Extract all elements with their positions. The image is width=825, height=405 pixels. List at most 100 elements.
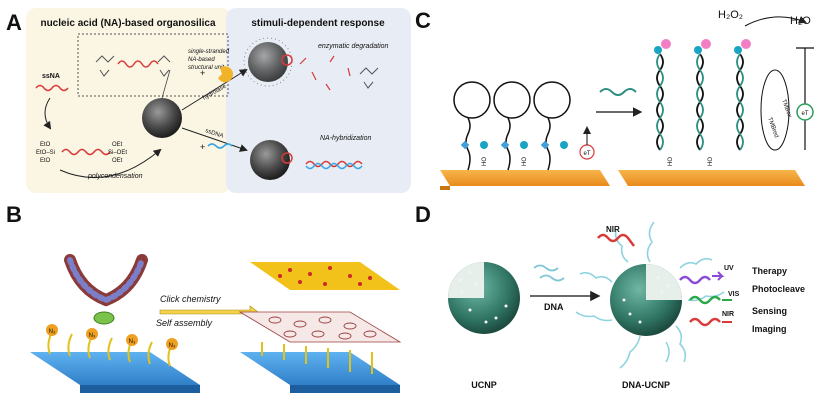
panel-c-letter: C	[415, 8, 431, 33]
ssdna-label: ssDNA	[204, 128, 224, 139]
dna-label: DNA	[544, 302, 564, 312]
panel-a-left-title: nucleic acid (NA)-based organosilica	[40, 18, 215, 29]
ho-label-1: HO	[482, 157, 488, 166]
hybridized-particle	[250, 140, 290, 180]
nir-top-label: NIR	[606, 225, 620, 234]
polycondensation-label: polycondensation	[87, 173, 143, 180]
organosilica-sphere	[142, 98, 182, 138]
cleaved-fragments	[299, 55, 351, 91]
arrow-ssna-down	[43, 97, 52, 130]
target-dna-icon	[599, 88, 637, 96]
n3-label-1: N₃	[49, 329, 56, 335]
porous-sheet	[238, 311, 402, 343]
sphere-callout-line	[161, 69, 171, 99]
uv-arrowhead	[712, 271, 725, 281]
ssna-label: ssNA	[42, 73, 60, 80]
ho-label-3: HO	[668, 157, 674, 166]
plus-2: +	[200, 142, 205, 152]
hydrolase-pacman-icon	[218, 66, 234, 83]
polycondensation-arrow	[59, 148, 162, 179]
click-chemistry-label: Click chemistry	[160, 294, 221, 304]
dna-ucnp-label: DNA-UCNP	[622, 380, 670, 390]
electrode-substrate-2	[618, 170, 805, 186]
h2o2-reaction-arrow	[744, 16, 807, 27]
redox-tags	[460, 140, 568, 150]
hydrolase-arrow	[181, 68, 248, 111]
si-oet: Si–OEt	[108, 150, 127, 156]
eto-1: EtO	[40, 142, 51, 148]
electrode-substrate-1	[440, 170, 610, 186]
h2o2-label: H₂O₂	[718, 9, 743, 21]
tmb-cycle	[760, 69, 790, 151]
blue-substrate-2-edge	[290, 385, 400, 393]
oet-1: OEt	[112, 142, 123, 148]
n3-label-4: N₃	[169, 343, 176, 349]
blue-substrate-1	[30, 352, 200, 385]
modified-sheet-top	[250, 262, 400, 290]
siloxane-right-icon	[157, 55, 171, 77]
silane-na-strand	[61, 148, 111, 156]
sheet-red-dots	[278, 266, 372, 286]
na-strand-unit	[117, 60, 159, 68]
ssdna-strand	[207, 143, 233, 149]
et-blocked-label: eT	[583, 151, 590, 157]
pink-redox-tags	[654, 39, 751, 54]
unit-label-2: NA-based	[188, 57, 215, 63]
sensing-label: Sensing	[752, 306, 787, 316]
azide-groups	[46, 324, 178, 350]
oet-3: OEt	[112, 158, 123, 164]
dna-strand-icon-1	[533, 264, 559, 272]
ucnp-cutaway	[448, 262, 484, 298]
nir-out-wave	[689, 317, 721, 327]
dna-ucnp-dots	[622, 276, 670, 324]
dna-corona	[575, 221, 725, 369]
plus-1: +	[200, 68, 205, 78]
dna-ucnp-cutaway	[646, 264, 682, 300]
eto-2: EtO–Si	[36, 150, 55, 156]
nir-bottom-label: NIR	[722, 311, 734, 318]
tmb-ox-label: TMBox	[780, 99, 792, 119]
electrode-substrate-1-edge	[440, 186, 450, 190]
panel-d: D UCNP DNA DNA-UCN	[415, 202, 805, 390]
blue-substrate-1-edge	[80, 385, 200, 393]
siloxane-left-icon	[95, 55, 115, 77]
linker-strands-2	[261, 342, 373, 374]
photocleave-label: Photocleave	[752, 284, 805, 294]
dna-strand-icon-2	[539, 274, 565, 282]
therapy-label: Therapy	[752, 266, 787, 276]
hybrid-blue-strand	[305, 162, 363, 170]
hybridization-highlight-circle	[281, 152, 293, 164]
ucnp-dots	[458, 270, 508, 324]
imaging-label: Imaging	[752, 324, 787, 334]
n3-label-3: N₃	[129, 339, 136, 345]
linker-capsule	[93, 311, 115, 325]
hairpin-probes	[453, 81, 571, 171]
et-active-label: eT	[801, 111, 808, 117]
uv-wave	[679, 275, 711, 285]
degradation-highlight-circle	[281, 54, 293, 66]
ssdna-arrow	[181, 127, 248, 152]
porous-rings	[268, 316, 377, 340]
panel-c: C HO HO eT	[415, 8, 814, 190]
uv-label: UV	[724, 265, 734, 272]
panel-d-letter: D	[415, 202, 431, 227]
et-active-icon	[796, 103, 814, 121]
ucnp-label: UCNP	[471, 380, 497, 390]
nir-input-wave	[597, 233, 635, 247]
vis-label: VIS	[728, 291, 740, 298]
siloxane-fragment-icon	[359, 67, 379, 89]
enzymatic-label: enzymatic degradation	[318, 43, 389, 50]
tmb-red-label: TMBred	[766, 117, 779, 139]
h2o-label: H₂O	[790, 15, 811, 27]
panel-a-letter: A	[6, 10, 22, 35]
unit-label-3: structural unit	[188, 65, 224, 71]
degraded-particle	[248, 42, 288, 82]
panel-b-letter: B	[6, 202, 22, 227]
eto-3: EtO	[40, 158, 51, 164]
panel-a-right-title: stimuli-dependent response	[251, 18, 385, 29]
ho-label-4: HO	[708, 157, 714, 166]
ho-label-2: HO	[522, 157, 528, 166]
structural-unit-box	[77, 33, 229, 97]
